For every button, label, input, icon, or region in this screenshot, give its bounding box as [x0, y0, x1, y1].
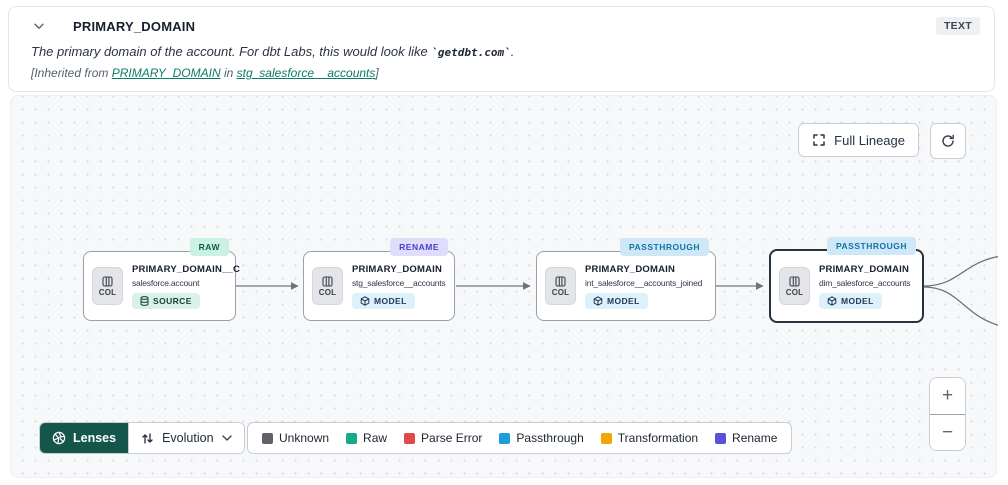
node-text: PRIMARY_DOMAIN dim_salesforce_accounts M…: [819, 263, 911, 309]
column-description: The primary domain of the account. For d…: [31, 44, 980, 59]
column-details-panel: PRIMARY_DOMAIN TEXT The primary domain o…: [8, 6, 995, 92]
legend-swatch: [715, 432, 727, 444]
cube-icon: [827, 295, 837, 306]
legend-label: Transformation: [617, 431, 699, 445]
zoom-controls: + −: [929, 377, 966, 451]
cube-icon: [360, 295, 370, 306]
legend-item-raw: Raw: [346, 431, 387, 445]
lineage-node-int-salesforce-accounts-joined[interactable]: PASSTHROUGH COL PRIMARY_DOMAIN int_sales…: [536, 238, 716, 321]
legend-item-unknown: Unknown: [262, 431, 329, 445]
column-chip: COL: [312, 267, 343, 305]
lineage-node-salesforce-account[interactable]: RAW COL PRIMARY_DOMAIN__C salesforce.acc…: [83, 238, 240, 321]
lenses-label: Lenses: [73, 431, 117, 445]
legend-label: Raw: [363, 431, 388, 445]
legend-item-parse-error: Parse Error: [404, 431, 482, 445]
legend-swatch: [499, 432, 511, 444]
resource-type-badge: MODEL: [585, 292, 648, 309]
resource-type-label: MODEL: [374, 295, 407, 306]
aperture-icon: [52, 431, 66, 445]
evolution-icon: [142, 432, 153, 444]
edge-fork-upper: [923, 255, 998, 287]
node-subtitle: dim_salesforce_accounts: [819, 277, 911, 288]
legend-swatch: [600, 432, 612, 444]
refresh-button[interactable]: [930, 123, 966, 159]
node-title: PRIMARY_DOMAIN: [352, 263, 443, 275]
legend-swatch: [404, 432, 416, 444]
columns-icon: [789, 275, 800, 287]
column-chip: COL: [779, 267, 810, 305]
description-suffix: .: [510, 44, 515, 59]
columns-icon: [322, 275, 333, 287]
node-title: PRIMARY_DOMAIN: [585, 263, 676, 275]
legend-item-transformation: Transformation: [600, 431, 699, 445]
zoom-out-button[interactable]: −: [930, 414, 965, 450]
column-type-badge: TEXT: [935, 17, 980, 35]
legend-label: Passthrough: [516, 431, 584, 445]
selected-lens-label: Evolution: [162, 431, 214, 445]
node-title: PRIMARY_DOMAIN: [819, 263, 910, 275]
evolution-tag-passthrough: PASSTHROUGH: [827, 237, 916, 255]
legend-swatch: [346, 432, 358, 444]
node-text: PRIMARY_DOMAIN int_salesforce__accounts_…: [585, 264, 702, 309]
legend-label: Rename: [732, 431, 778, 445]
inherited-model-link[interactable]: stg_salesforce__accounts: [236, 66, 376, 80]
col-label: COL: [98, 287, 117, 297]
evolution-tag-passthrough: PASSTHROUGH: [620, 238, 709, 256]
edge-fork-lower: [923, 286, 998, 326]
full-lineage-label: Full Lineage: [834, 132, 905, 148]
database-icon: [140, 295, 149, 306]
node-text: PRIMARY_DOMAIN__C salesforce.account SOU…: [132, 264, 240, 309]
collapse-chevron-button[interactable]: [31, 18, 47, 34]
expand-icon: [813, 134, 825, 146]
chevron-down-icon: [34, 23, 44, 29]
resource-type-badge: MODEL: [352, 292, 415, 309]
evolution-tag-raw: RAW: [189, 238, 229, 256]
resource-type-badge: MODEL: [819, 292, 882, 309]
legend-label: Parse Error: [421, 431, 483, 445]
columns-icon: [555, 275, 566, 287]
full-lineage-button[interactable]: Full Lineage: [798, 123, 919, 157]
legend-swatch: [262, 432, 273, 444]
inherited-middle: in: [220, 66, 237, 80]
description-text: The primary domain of the account. For d…: [31, 44, 432, 59]
inherited-from-line: [Inherited from PRIMARY_DOMAIN in stg_sa…: [31, 66, 980, 80]
node-text: PRIMARY_DOMAIN stg_salesforce__accounts …: [352, 263, 446, 309]
legend-item-rename: Rename: [715, 431, 777, 445]
refresh-icon: [942, 134, 954, 147]
resource-type-badge: SOURCE: [132, 292, 200, 309]
lineage-canvas[interactable]: Full Lineage RAW COL PRIMARY_DOMAIN__C s…: [10, 95, 998, 478]
lenses-control-group: Lenses Evolution: [39, 422, 245, 454]
chevron-down-icon: [221, 435, 232, 441]
resource-type-label: MODEL: [841, 295, 874, 306]
inherited-suffix: ]: [375, 66, 379, 80]
evolution-tag-rename: RENAME: [390, 238, 448, 256]
page-title: PRIMARY_DOMAIN: [73, 18, 196, 34]
column-chip: COL: [545, 267, 576, 305]
column-chip: COL: [92, 267, 123, 305]
node-subtitle: stg_salesforce__accounts: [352, 277, 446, 288]
node-subtitle: salesforce.account: [132, 277, 200, 288]
node-subtitle: int_salesforce__accounts_joined: [585, 277, 703, 288]
columns-icon: [102, 275, 113, 287]
col-label: COL: [785, 287, 804, 297]
zoom-in-button[interactable]: +: [930, 378, 965, 414]
legend-label: Unknown: [279, 431, 330, 445]
node-title: PRIMARY_DOMAIN__C: [132, 263, 241, 275]
legend-item-passthrough: Passthrough: [499, 431, 584, 445]
inherited-column-link[interactable]: PRIMARY_DOMAIN: [111, 66, 221, 80]
lenses-button[interactable]: Lenses: [40, 423, 129, 453]
col-label: COL: [551, 287, 570, 297]
cube-icon: [593, 295, 603, 306]
resource-type-label: MODEL: [607, 295, 640, 306]
lineage-node-dim-salesforce-accounts[interactable]: PASSTHROUGH COL PRIMARY_DOMAIN dim_sales…: [769, 237, 924, 323]
lens-selector-dropdown[interactable]: Evolution: [128, 423, 244, 453]
header-row: PRIMARY_DOMAIN TEXT: [31, 17, 980, 35]
inherited-prefix: [Inherited from: [31, 66, 112, 80]
col-label: COL: [318, 287, 337, 297]
lineage-node-stg-salesforce-accounts[interactable]: RENAME COL PRIMARY_DOMAIN stg_salesforce…: [303, 238, 455, 321]
description-code: `getdbt.com`: [431, 46, 511, 59]
evolution-legend: Unknown Raw Parse Error Passthrough Tran…: [247, 422, 793, 454]
resource-type-label: SOURCE: [153, 295, 192, 306]
